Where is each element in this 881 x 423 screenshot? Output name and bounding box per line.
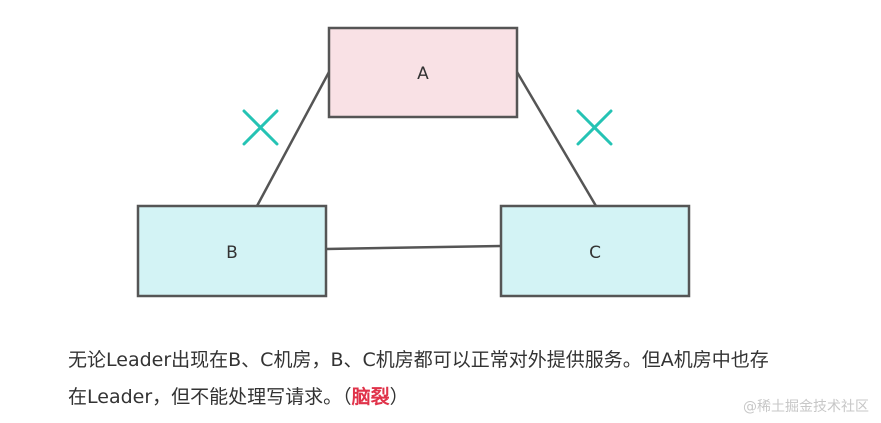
- split-brain-highlight: 脑裂: [351, 386, 390, 408]
- node-c-label: C: [589, 243, 601, 263]
- caption-line-2: 在Leader，但不能处理写请求。（脑裂）: [68, 379, 848, 416]
- link-b-c: [325, 244, 502, 251]
- node-b-label: B: [226, 243, 238, 263]
- node-b: B: [136, 204, 328, 298]
- broken-link-a-b-icon: [242, 109, 279, 146]
- caption-line-1: 无论Leader出现在B、C机房，B、C机房都可以正常对外提供服务。但A机房中也…: [68, 349, 769, 371]
- caption-line-2-end: ）: [389, 386, 409, 408]
- watermark: @稀土掘金技术社区: [743, 399, 869, 415]
- node-a: A: [327, 26, 519, 119]
- node-c: C: [499, 204, 691, 298]
- caption-line-2-start: 在Leader，但不能处理写请求。（: [68, 386, 352, 408]
- topology-diagram: A B C: [136, 26, 691, 298]
- broken-link-a-c-icon: [576, 109, 613, 146]
- caption-text: 无论Leader出现在B、C机房，B、C机房都可以正常对外提供服务。但A机房中也…: [68, 342, 848, 416]
- link-a-b: [255, 71, 331, 207]
- link-a-c: [515, 71, 598, 207]
- node-a-label: A: [417, 64, 429, 84]
